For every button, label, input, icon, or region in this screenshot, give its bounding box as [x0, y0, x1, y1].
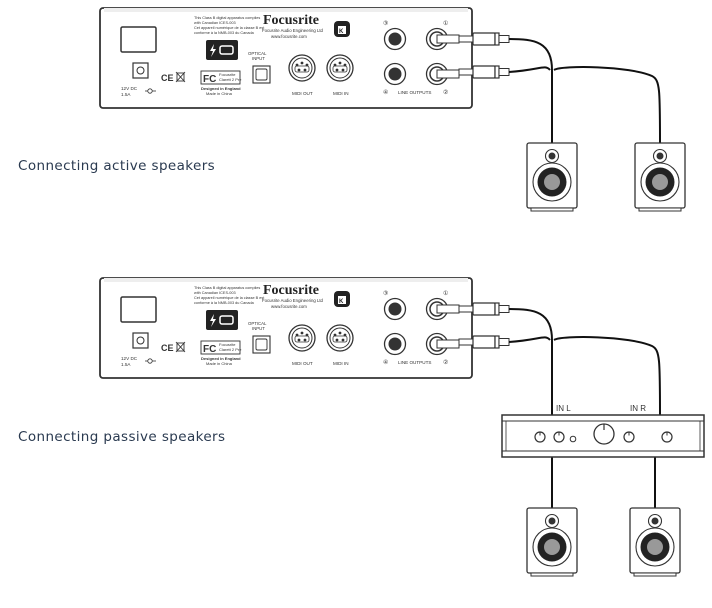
midi-in-label: MIDI IN — [333, 361, 349, 366]
port-1-number: ① — [443, 20, 448, 27]
amp-knob-1[interactable] — [534, 431, 546, 443]
optical-label-2: INPUT — [252, 326, 265, 331]
fc-model-line1: Focusrite — [219, 72, 236, 77]
power-rating: 1.5A — [121, 92, 131, 97]
fc-model-line1: Focusrite — [219, 342, 236, 347]
kensington-lock-slot[interactable]: K — [334, 291, 350, 307]
polarity-icon — [145, 88, 156, 94]
line-outputs-label: LINE OUTPUTS — [398, 90, 431, 95]
compliance-line1: This Class B digital apparatus complies — [194, 286, 260, 290]
polarity-icon — [145, 358, 156, 364]
cables-top — [458, 32, 661, 144]
amp-knob-2[interactable] — [553, 431, 565, 443]
caption-active-speakers: Connecting active speakers — [18, 158, 216, 174]
line-outputs-label: LINE OUTPUTS — [398, 360, 431, 365]
cables-bottom — [458, 302, 661, 508]
power-rating: 1.5A — [121, 362, 131, 367]
line-output-3[interactable] — [383, 27, 407, 51]
midi-out-port[interactable] — [288, 54, 316, 82]
amp-input-right-label: IN R — [630, 404, 646, 413]
midi-out-label: MIDI OUT — [292, 361, 313, 366]
stereo-amplifier — [501, 414, 705, 458]
svg-text:K: K — [339, 29, 344, 35]
website: www.focusrite.com — [271, 34, 307, 39]
fc-mark: FC — [203, 344, 216, 355]
midi-in-port[interactable] — [326, 54, 354, 82]
active-speaker-left — [526, 142, 578, 212]
designed-in: Designed in England — [201, 356, 241, 361]
fc-model-line2: Clarett 2 Pre — [219, 77, 242, 82]
midi-out-port[interactable] — [288, 324, 316, 352]
svg-text:K: K — [339, 299, 344, 305]
passive-speaker-left — [526, 507, 578, 577]
fc-mark: FC — [203, 74, 216, 85]
amp-input-left-label: IN L — [556, 404, 571, 413]
line-output-4[interactable] — [383, 62, 407, 86]
website: www.focusrite.com — [271, 304, 307, 309]
amp-knob-3[interactable] — [623, 431, 635, 443]
ce-mark: CE — [161, 343, 174, 353]
caption-passive-speakers: Connecting passive speakers — [18, 429, 226, 445]
compliance-line2: with Canadian ICES-003 — [194, 21, 236, 25]
compliance-line2: with Canadian ICES-003 — [194, 291, 236, 295]
amp-indicator-led — [569, 435, 577, 443]
midi-in-port[interactable] — [326, 324, 354, 352]
midi-in-label: MIDI IN — [333, 91, 349, 96]
compliance-line1: This Class B digital apparatus complies — [194, 16, 260, 20]
optical-label-2: INPUT — [252, 56, 265, 61]
brand-logo: Focusrite — [263, 13, 319, 28]
thunderbolt-port[interactable] — [206, 40, 238, 60]
optical-label-1: OPTICAL — [248, 321, 267, 326]
port-4-number: ④ — [383, 359, 388, 366]
fc-model-line2: Clarett 2 Pre — [219, 347, 242, 352]
compliance-line3: Cet appareil numérique de la classe B es… — [194, 26, 265, 30]
audio-interface-top: 12V DC 1.5A CE FC Focusrite Clarett 2 Pr… — [99, 7, 473, 109]
power-switch[interactable] — [120, 296, 157, 323]
port-4-number: ④ — [383, 89, 388, 96]
made-in: Made in China — [206, 91, 233, 96]
company-name: Focusrite Audio Engineering Ltd — [262, 298, 324, 303]
audio-interface-bottom: 12V DC 1.5A CE FC Focusrite Clarett 2 Pr… — [99, 277, 473, 379]
power-label: 12V DC — [121, 356, 138, 361]
compliance-line4: conforme à la NMB-003 du Canada — [194, 301, 255, 305]
weee-bin-icon — [175, 71, 186, 83]
company-name: Focusrite Audio Engineering Ltd — [262, 28, 324, 33]
port-2-number: ② — [443, 359, 448, 366]
designed-in: Designed in England — [201, 86, 241, 91]
compliance-line4: conforme à la NMB-003 du Canada — [194, 31, 255, 35]
port-3-number: ③ — [383, 20, 388, 27]
made-in: Made in China — [206, 361, 233, 366]
port-2-number: ② — [443, 89, 448, 96]
line-output-4[interactable] — [383, 332, 407, 356]
midi-out-label: MIDI OUT — [292, 91, 313, 96]
active-speaker-right — [634, 142, 686, 212]
thunderbolt-port[interactable] — [206, 310, 238, 330]
power-switch[interactable] — [120, 26, 157, 53]
weee-bin-icon — [175, 341, 186, 353]
port-3-number: ③ — [383, 290, 388, 297]
brand-logo: Focusrite — [263, 283, 319, 298]
line-output-3[interactable] — [383, 297, 407, 321]
optical-label-1: OPTICAL — [248, 51, 267, 56]
amp-knob-4[interactable] — [661, 431, 673, 443]
kensington-lock-slot[interactable]: K — [334, 21, 350, 37]
passive-speaker-right — [629, 507, 681, 577]
port-1-number: ① — [443, 290, 448, 297]
compliance-line3: Cet appareil numérique de la classe B es… — [194, 296, 265, 300]
power-label: 12V DC — [121, 86, 138, 91]
ce-mark: CE — [161, 73, 174, 83]
